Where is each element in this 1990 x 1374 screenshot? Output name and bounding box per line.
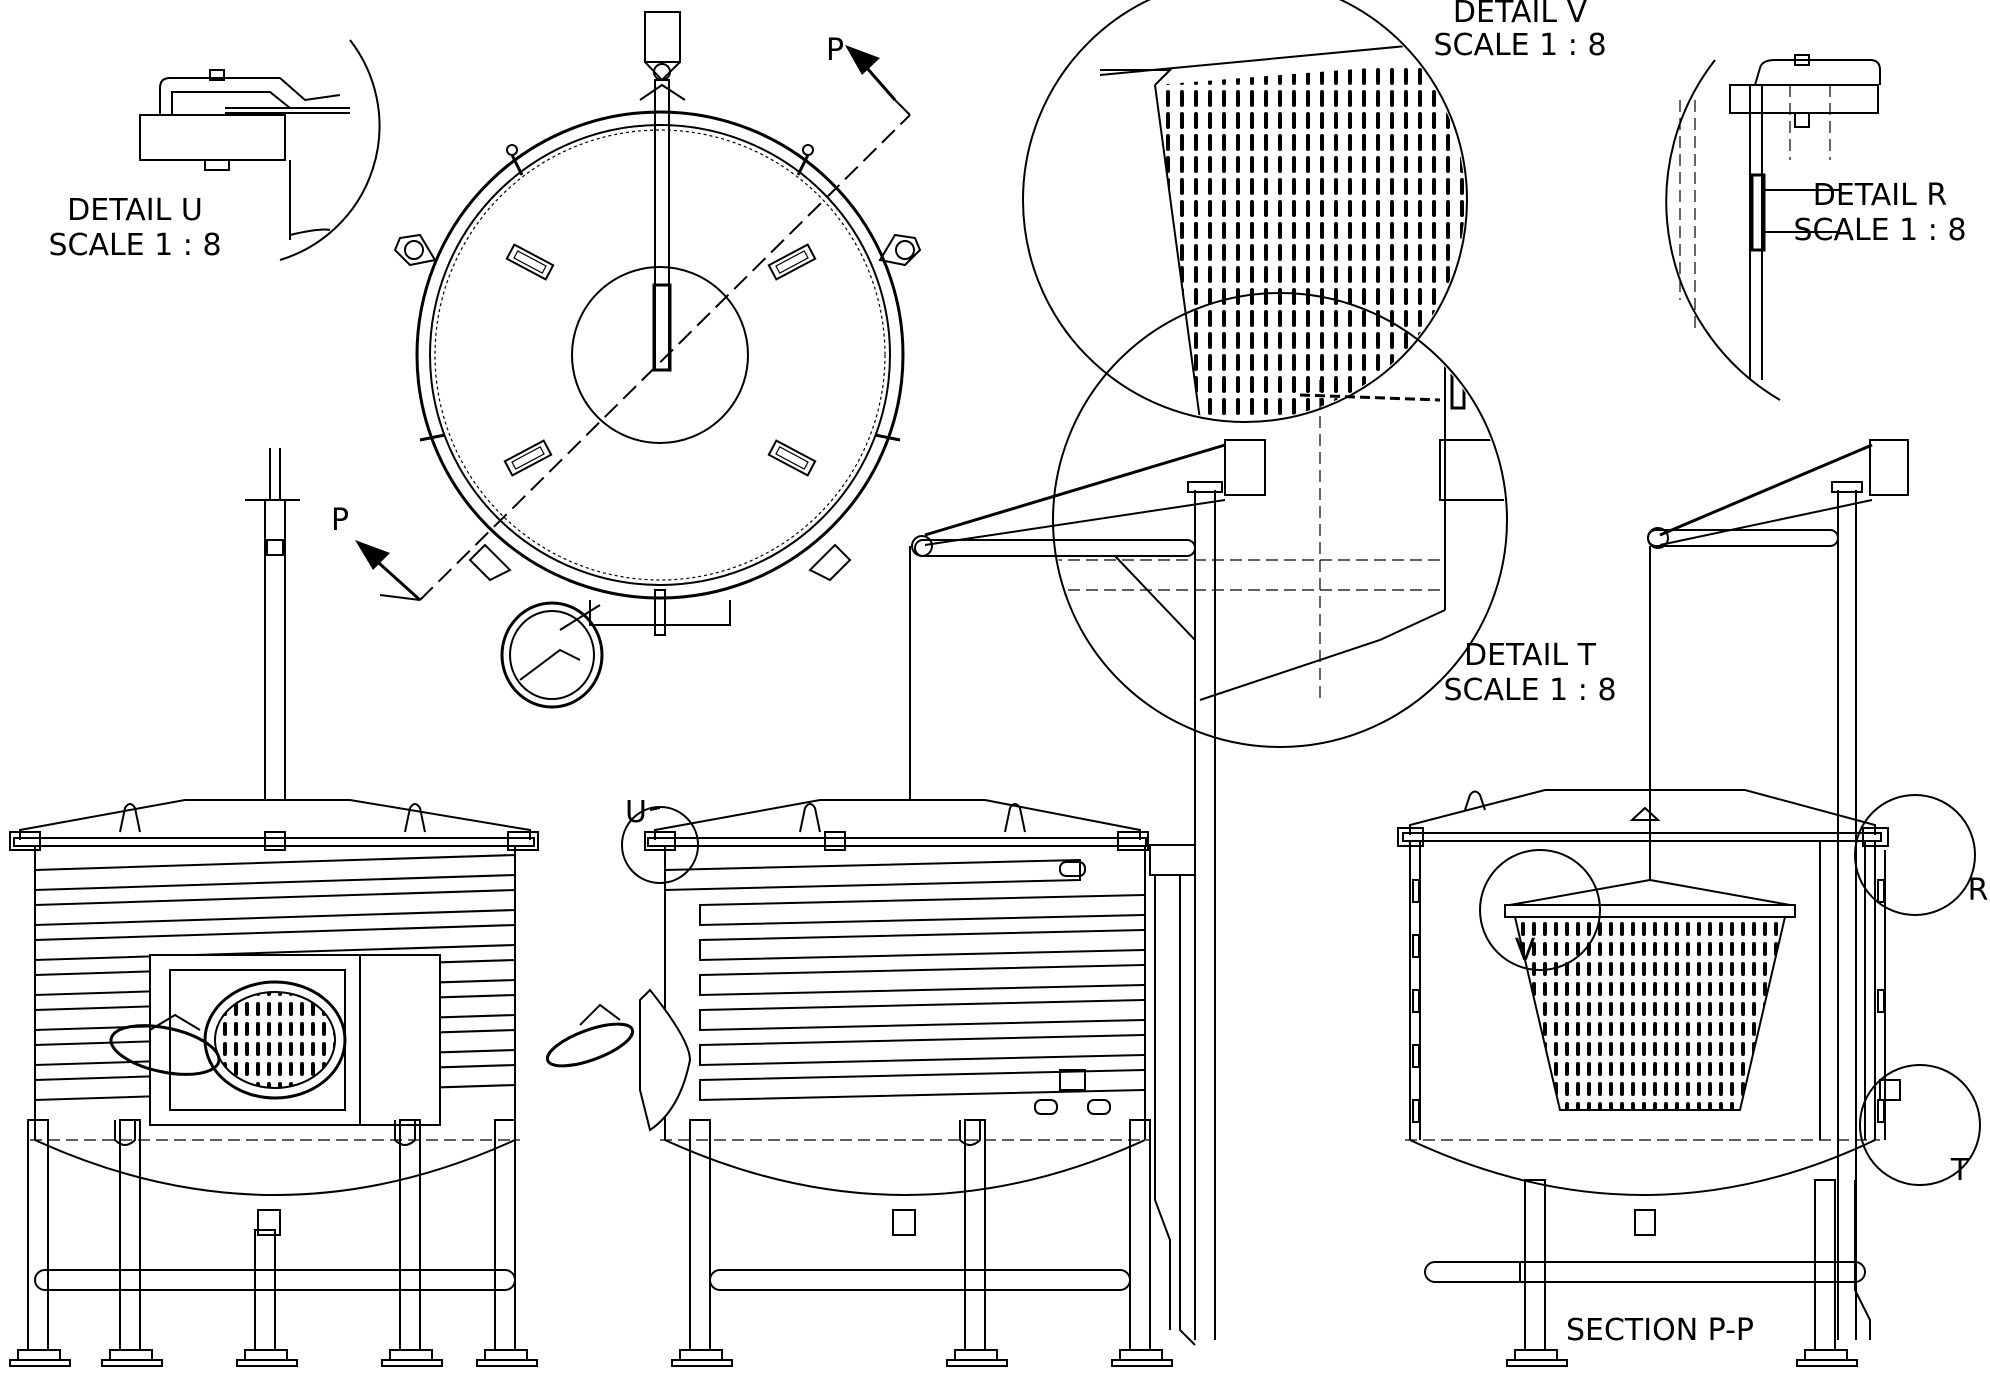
marker-u: U xyxy=(625,795,647,830)
detail-r-view xyxy=(1665,54,1881,401)
detail-u-title: DETAIL U xyxy=(67,193,203,228)
side-view xyxy=(545,439,1266,1367)
detail-t-scale: SCALE 1 : 8 xyxy=(1443,673,1616,708)
marker-p-top: P xyxy=(826,33,844,68)
detail-u-scale: SCALE 1 : 8 xyxy=(48,228,221,263)
detail-r-scale: SCALE 1 : 8 xyxy=(1793,213,1966,248)
marker-v: V xyxy=(1515,933,1536,968)
detail-t-title: DETAIL T xyxy=(1464,638,1597,673)
detail-v-title: DETAIL V xyxy=(1453,0,1588,30)
section-view xyxy=(1397,439,1981,1367)
top-view xyxy=(355,11,922,709)
marker-p-bottom: P xyxy=(331,503,349,538)
detail-u-view xyxy=(139,39,381,261)
detail-r-title: DETAIL R xyxy=(1813,178,1948,213)
detail-v-view xyxy=(1022,0,1468,423)
detail-t-view xyxy=(1052,292,1508,748)
front-view xyxy=(9,448,539,1367)
marker-t: T xyxy=(1950,1153,1970,1188)
section-title: SECTION P-P xyxy=(1566,1313,1754,1348)
marker-r: R xyxy=(1968,873,1989,908)
detail-v-scale: SCALE 1 : 8 xyxy=(1433,28,1606,63)
